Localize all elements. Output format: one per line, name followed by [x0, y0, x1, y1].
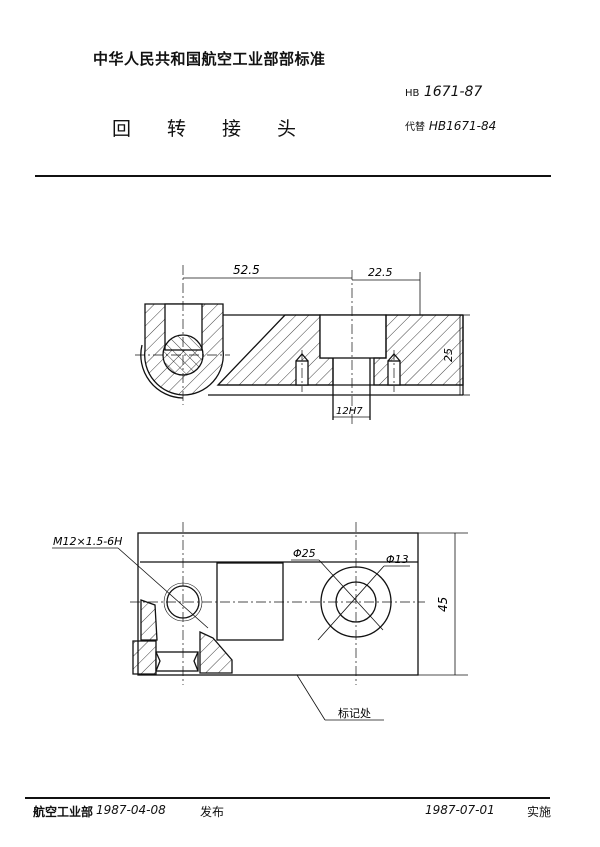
footer-issuer: 航空工业部 — [33, 805, 94, 819]
dim-inner-diameter: Φ13 — [386, 553, 409, 566]
footer-effective-label: 实施 — [527, 805, 552, 819]
footer-issue-date: 1987-04-08 — [96, 803, 166, 817]
standard-number: HB 1671-87 — [405, 84, 482, 100]
dim-45: 45 — [436, 597, 450, 612]
plan-view — [52, 522, 468, 721]
dim-25: 25 — [442, 348, 455, 362]
footer-divider — [25, 797, 550, 799]
replaces-note: 代替 HB1671-84 — [405, 118, 496, 133]
thread-callout: M12×1.5-6H — [53, 535, 122, 548]
dim-52-5: 52.5 — [233, 263, 260, 277]
standard-number-value: 1671-87 — [423, 84, 483, 100]
organization-title: 中华人民共和国航空工业部部标准 — [93, 50, 326, 68]
footer-effective-date: 1987-07-01 — [425, 803, 495, 817]
dim-outer-diameter: Φ25 — [293, 547, 316, 560]
document-title: 回转接头 — [112, 118, 333, 140]
dim-12h7: 12H7 — [336, 406, 363, 417]
standard-prefix: HB — [405, 88, 420, 99]
replaces-number: HB1671-84 — [428, 119, 497, 133]
header-divider — [35, 175, 551, 177]
marking-note: 标记处 — [338, 706, 371, 720]
replaces-label: 代替 — [405, 122, 425, 133]
dim-22-5: 22.5 — [368, 266, 393, 279]
footer-issue-label: 发布 — [200, 805, 225, 819]
section-view — [135, 265, 470, 425]
